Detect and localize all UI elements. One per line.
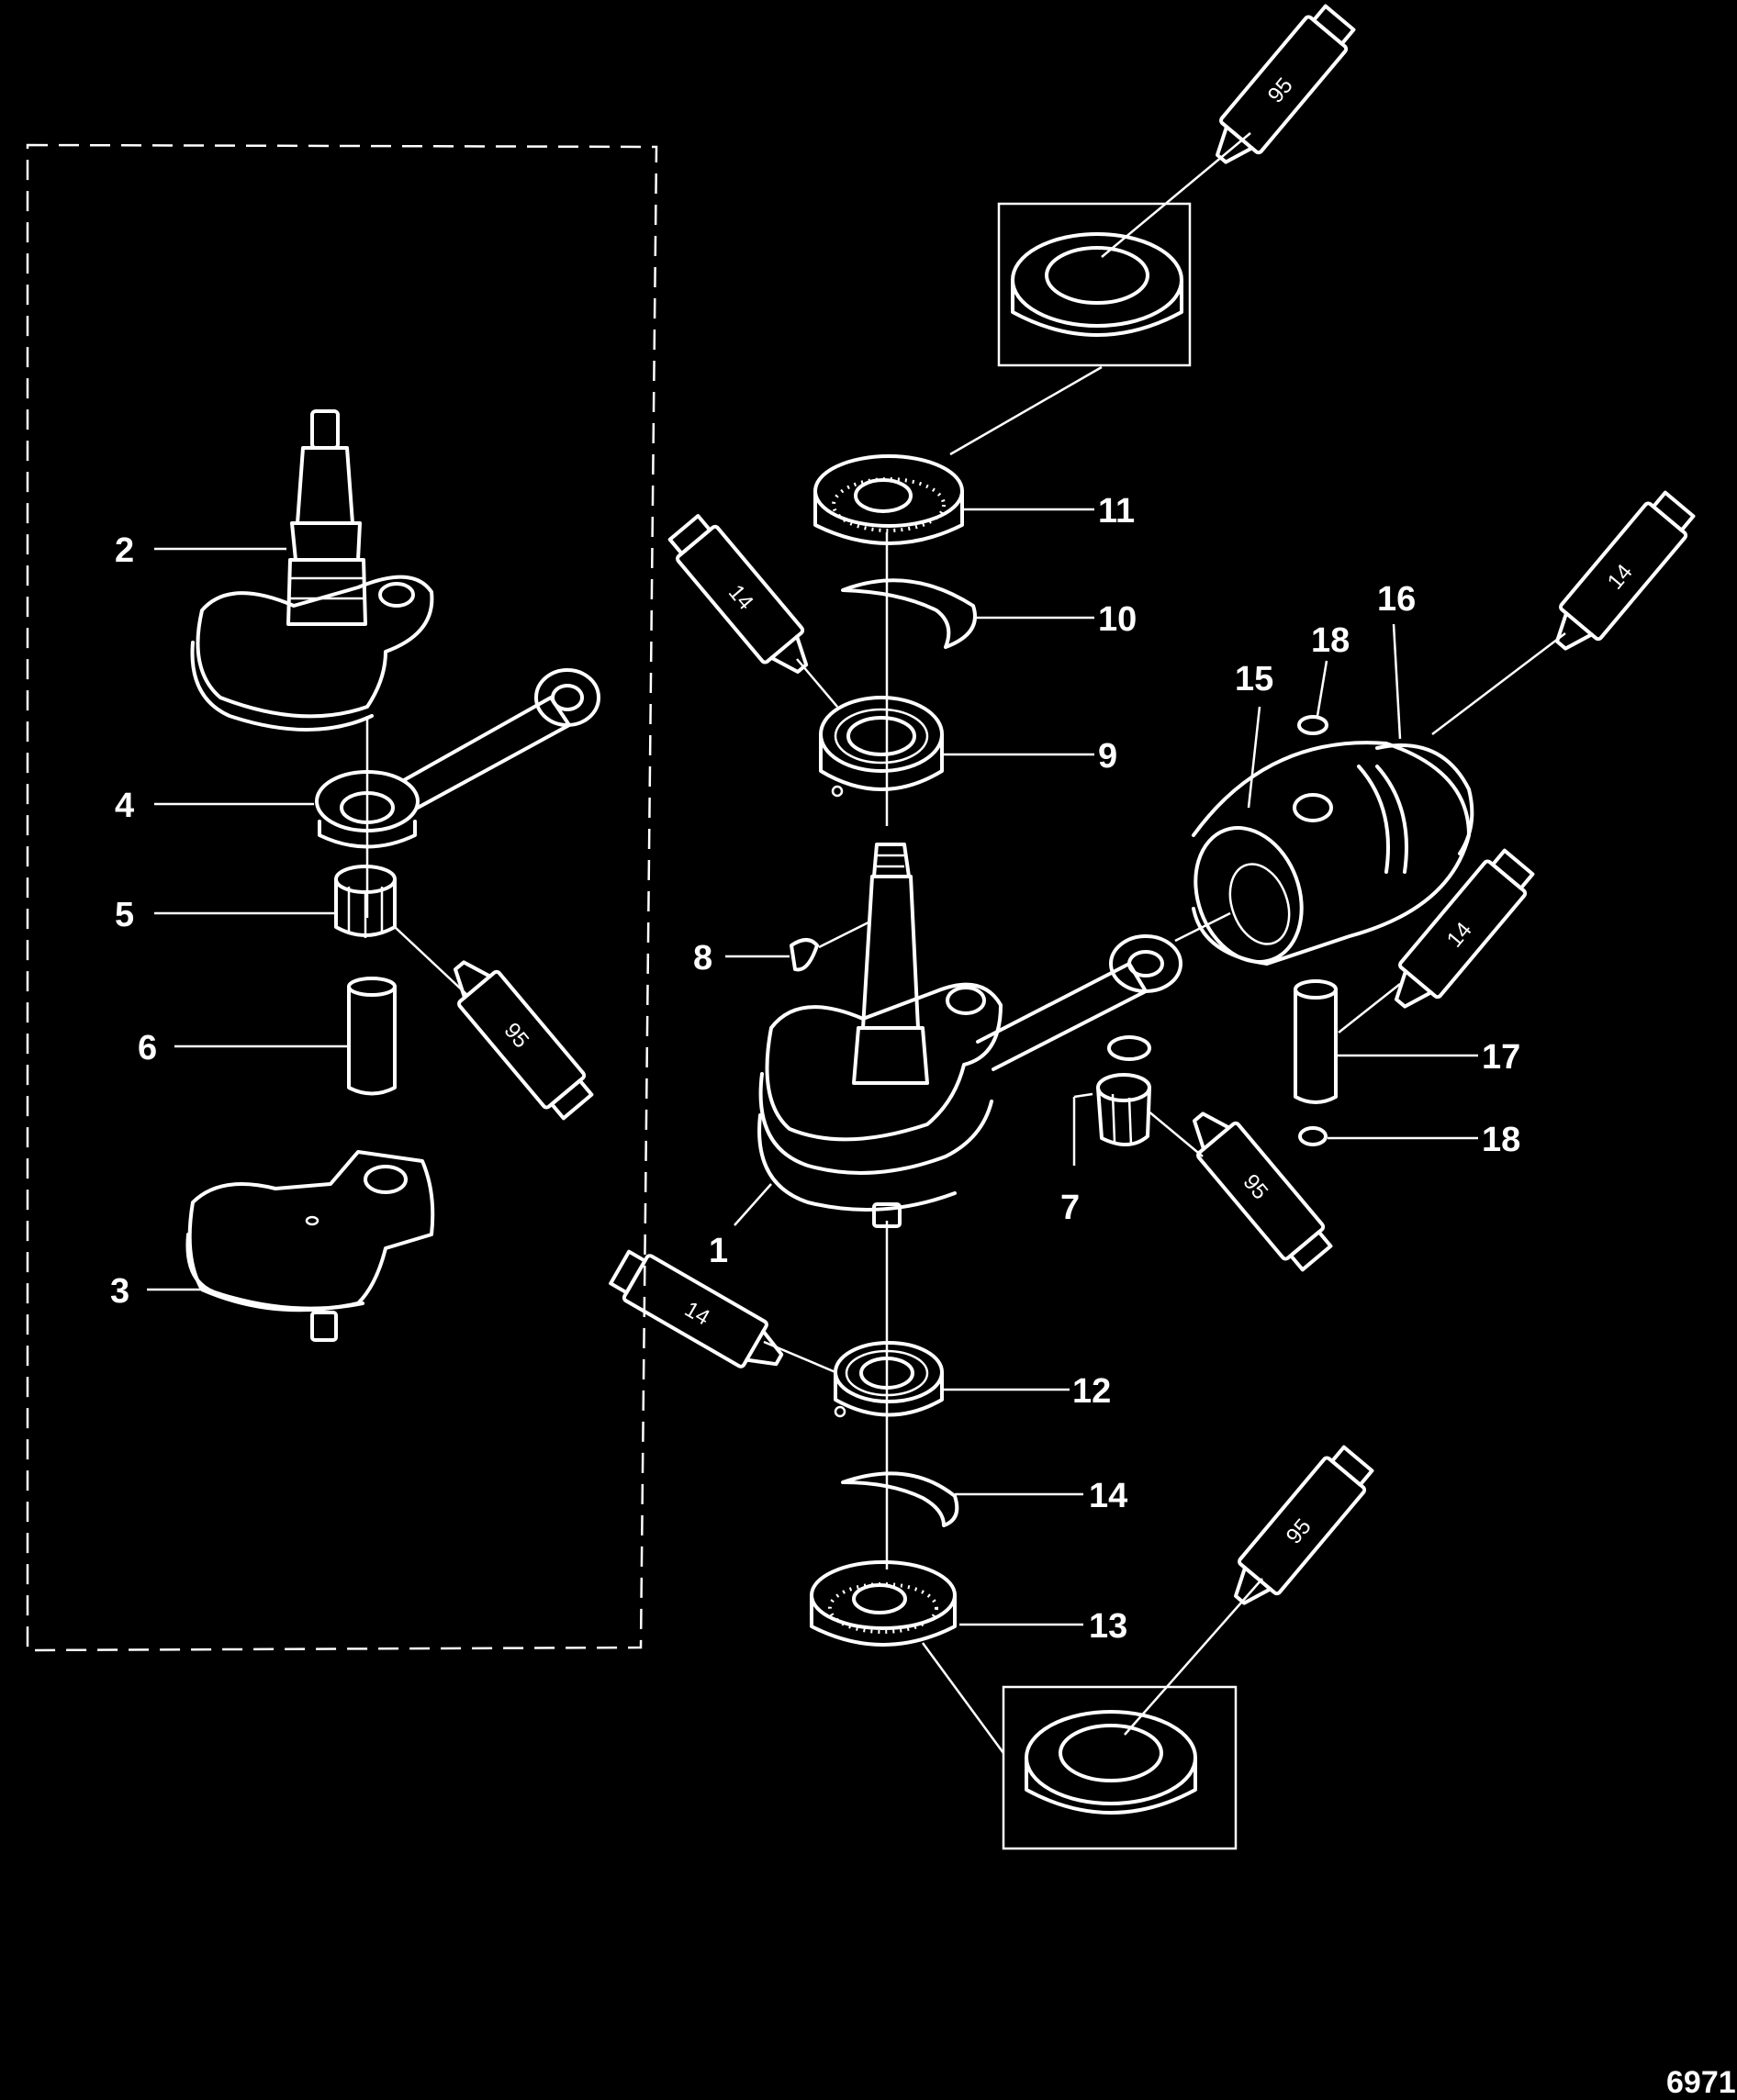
piston-icon bbox=[1192, 741, 1471, 966]
lubricant-tube-icon: 14 bbox=[1431, 490, 1696, 735]
piston-axis-line bbox=[1174, 911, 1231, 943]
callout-17: 17 bbox=[1482, 1038, 1520, 1077]
piston-ring-icon bbox=[1375, 743, 1474, 855]
leader-1 bbox=[734, 1183, 772, 1226]
ball-bearing-upper-icon bbox=[819, 696, 944, 798]
lubricant-tube-icon: 95 bbox=[1101, 4, 1356, 258]
callout-13: 13 bbox=[1089, 1607, 1127, 1646]
oil-seal-upper-icon bbox=[813, 454, 964, 545]
svg-text:95: 95 bbox=[499, 1018, 533, 1053]
callout-12: 12 bbox=[1072, 1372, 1111, 1411]
ball-bearing-lower-icon bbox=[834, 1341, 944, 1418]
retaining-ring-upper-icon bbox=[841, 578, 977, 649]
wrist-pin-icon bbox=[347, 977, 397, 1096]
leader-18-upper bbox=[1316, 660, 1328, 717]
svg-text:95: 95 bbox=[1263, 73, 1298, 108]
kit-boundary-box bbox=[26, 143, 658, 1652]
needle-bearing-main-icon bbox=[1096, 1035, 1151, 1146]
lubricant-tube-icon: 14 bbox=[667, 514, 838, 708]
callout-10: 10 bbox=[1098, 600, 1137, 639]
svg-text:14: 14 bbox=[1603, 560, 1638, 595]
seal-detail-box-upper bbox=[997, 202, 1192, 367]
lubricant-tube-icon: 95 bbox=[1124, 1445, 1374, 1736]
callout-8: 8 bbox=[693, 939, 712, 977]
callout-11: 11 bbox=[1098, 492, 1135, 531]
crankshaft-lower-icon bbox=[185, 1150, 435, 1342]
svg-text:14: 14 bbox=[1442, 918, 1477, 953]
callout-1: 1 bbox=[709, 1232, 728, 1270]
callout-14: 14 bbox=[1089, 1477, 1127, 1515]
crankshaft-main-icon bbox=[757, 843, 1182, 1228]
seal-detail-connector-lower bbox=[921, 1642, 1005, 1754]
svg-text:14: 14 bbox=[680, 1297, 714, 1331]
callout-6: 6 bbox=[138, 1029, 157, 1067]
oil-seal-lower-icon bbox=[810, 1560, 957, 1647]
connecting-rod-icon bbox=[315, 668, 600, 849]
leader-15 bbox=[1247, 706, 1261, 809]
callout-18-upper: 18 bbox=[1311, 621, 1350, 660]
retaining-ring-lower-icon bbox=[841, 1471, 959, 1527]
seal-detail-box-lower bbox=[1002, 1685, 1238, 1850]
leader-16 bbox=[1392, 623, 1402, 740]
svg-text:95: 95 bbox=[1238, 1169, 1272, 1204]
callout-15: 15 bbox=[1235, 660, 1273, 698]
callout-7: 7 bbox=[1060, 1189, 1080, 1227]
retaining-ring-piston-upper-icon bbox=[1297, 715, 1328, 735]
seal-detail-connector-upper bbox=[949, 365, 1103, 456]
retaining-ring-piston-lower-icon bbox=[1298, 1126, 1328, 1146]
needle-bearing-icon bbox=[334, 865, 397, 938]
figure-id: 6971 bbox=[1666, 2065, 1736, 2100]
callout-16: 16 bbox=[1377, 580, 1416, 619]
svg-text:14: 14 bbox=[723, 580, 758, 615]
crankshaft-upper-icon bbox=[190, 409, 434, 732]
callout-2: 2 bbox=[115, 531, 134, 570]
callout-5: 5 bbox=[115, 896, 134, 934]
leader-8-key bbox=[818, 921, 869, 949]
callout-18-lower: 18 bbox=[1482, 1121, 1520, 1159]
leader-7a bbox=[1073, 1092, 1093, 1099]
lubricant-tube-icon: 95 bbox=[394, 926, 594, 1121]
wrist-pin-main-icon bbox=[1294, 979, 1338, 1104]
callout-4: 4 bbox=[115, 787, 134, 825]
lubricant-tube-icon: 14 bbox=[1338, 848, 1535, 1033]
callout-3: 3 bbox=[110, 1272, 129, 1311]
svg-text:95: 95 bbox=[1282, 1514, 1317, 1549]
woodruff-key-icon bbox=[790, 938, 819, 972]
callout-9: 9 bbox=[1098, 737, 1117, 776]
